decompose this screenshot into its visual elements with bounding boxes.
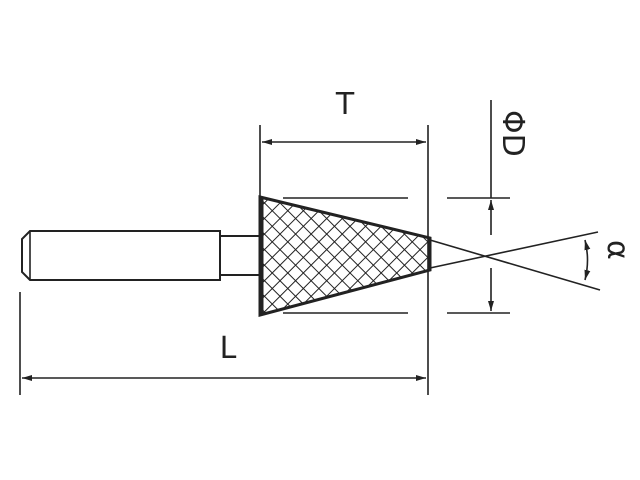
label-T: T (335, 87, 355, 122)
shank (21, 230, 221, 281)
neck (220, 235, 260, 276)
dimension-T: T (259, 87, 429, 395)
label-L: L (220, 331, 237, 366)
label-alpha: α (600, 240, 635, 260)
dimension-alpha: α (429, 231, 635, 291)
dimension-D: ΦD (283, 100, 530, 314)
label-diameter: ΦD (495, 110, 530, 157)
dimension-L: L (19, 292, 426, 395)
cone-cutting-head (258, 195, 432, 317)
